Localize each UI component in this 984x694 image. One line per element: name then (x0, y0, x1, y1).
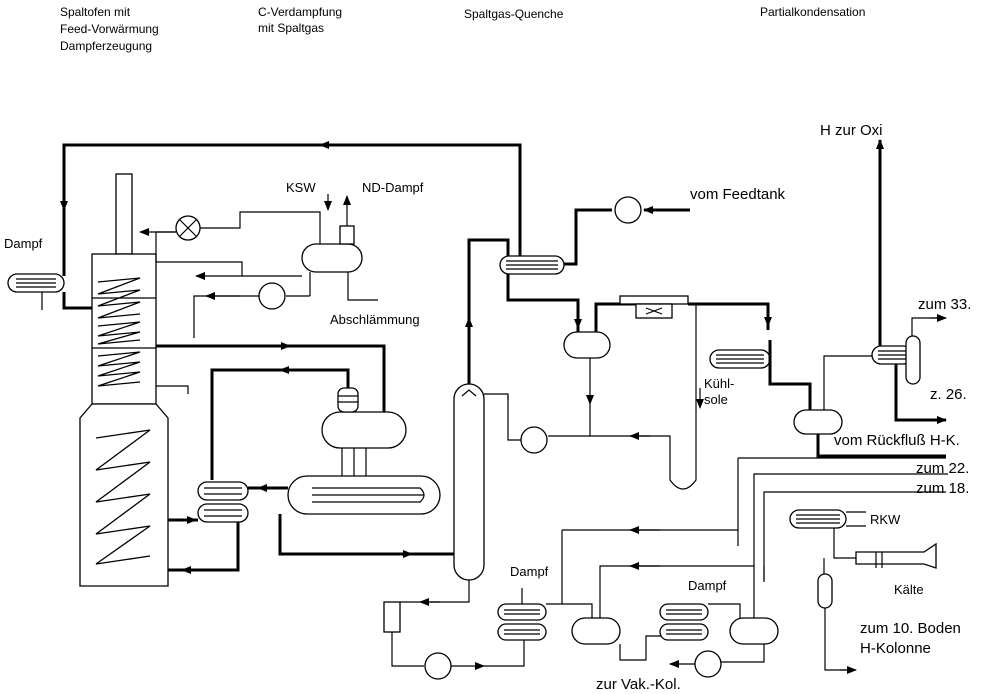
heat-exchanger-icon (197, 503, 249, 523)
heat-exchanger-icon (497, 623, 547, 641)
label-ksw: KSW (286, 180, 316, 195)
section-furnace-line1: Spaltofen mit (60, 5, 131, 19)
section-partial-condensation: Partialkondensation (760, 5, 866, 19)
label-dampf-2: Dampf (688, 578, 727, 593)
label-zum-18: zum 18. (916, 480, 970, 497)
pump-icon (424, 652, 452, 680)
column-icon (453, 383, 485, 581)
steam-drum (301, 243, 363, 273)
radiant-coil (95, 429, 151, 565)
rkw-cooling (789, 509, 937, 674)
pump-icon (694, 650, 722, 678)
furnace-stack (115, 173, 133, 255)
heat-exchanger-icon (659, 623, 709, 641)
label-h-zur-oxi: H zur Oxi (820, 122, 883, 139)
section-c-evap-line2: mit Spaltgas (258, 21, 325, 35)
quench-section (453, 196, 812, 581)
label-kaelte: Kälte (894, 582, 924, 597)
pump-icon (520, 426, 548, 454)
superheated-steam-line (156, 344, 386, 412)
separator-pot (905, 335, 921, 385)
vacuum-drum (729, 617, 779, 645)
heat-exchanger-icon (497, 603, 547, 621)
section-furnace-line3: Dampferzeugung (60, 39, 153, 53)
cracking-furnace (79, 173, 169, 587)
vacuum-section (383, 526, 779, 680)
label-z-26: z. 26. (930, 386, 967, 403)
label-nd-dampf: ND-Dampf (362, 180, 424, 195)
cold-exchanger (855, 542, 937, 569)
partial-condensation (737, 139, 948, 640)
label-zum-22: zum 22. (916, 460, 970, 477)
label-vom-feedtank: vom Feedtank (690, 186, 786, 203)
label-vom-rueckfluss: vom Rückfluß H-K. (834, 432, 960, 449)
heat-exchanger-icon (659, 603, 709, 621)
superheater-coil (97, 321, 141, 345)
quench-separator (563, 331, 611, 359)
label-dampf-left: Dampf (4, 236, 43, 251)
steam-preheater (7, 273, 65, 310)
label-zum-10-boden: zum 10. Boden (860, 620, 961, 637)
label-abschlaemmung: Abschlämmung (330, 312, 420, 327)
furnace-convection-section (91, 253, 157, 405)
heat-exchanger-icon (197, 481, 249, 501)
pump-icon (614, 196, 642, 224)
c-evaporation (168, 366, 456, 574)
label-zur-vak-kol: zur Vak.-Kol. (596, 676, 681, 693)
label-dampf-1: Dampf (510, 564, 549, 579)
boiler-coil (97, 351, 141, 387)
pump-icon (258, 282, 286, 310)
level-vessel (383, 601, 401, 633)
furnace-radiant-section (79, 403, 169, 587)
section-c-evap-line1: C-Verdampfung (258, 5, 343, 19)
label-kuehlsole-line1: Kühl- (704, 376, 735, 391)
evaporator-dome (337, 387, 359, 413)
steam-drum-dome (339, 225, 355, 245)
label-zum-33: zum 33. (918, 296, 972, 313)
section-furnace-line2: Feed-Vorwärmung (60, 22, 159, 36)
label-rkw: RKW (870, 512, 901, 527)
label-kuehlsole-line2: sole (704, 392, 728, 407)
ksw-circuit (139, 194, 378, 394)
h-kolonne-feed-pot (817, 573, 833, 609)
cooler-header (619, 295, 689, 305)
label-h-kolonne: H-Kolonne (860, 640, 931, 657)
section-quench: Spaltgas-Quenche (464, 7, 564, 21)
flash-drum (571, 617, 621, 645)
reflux-drum (793, 409, 843, 435)
evaporator-drum (321, 411, 407, 449)
